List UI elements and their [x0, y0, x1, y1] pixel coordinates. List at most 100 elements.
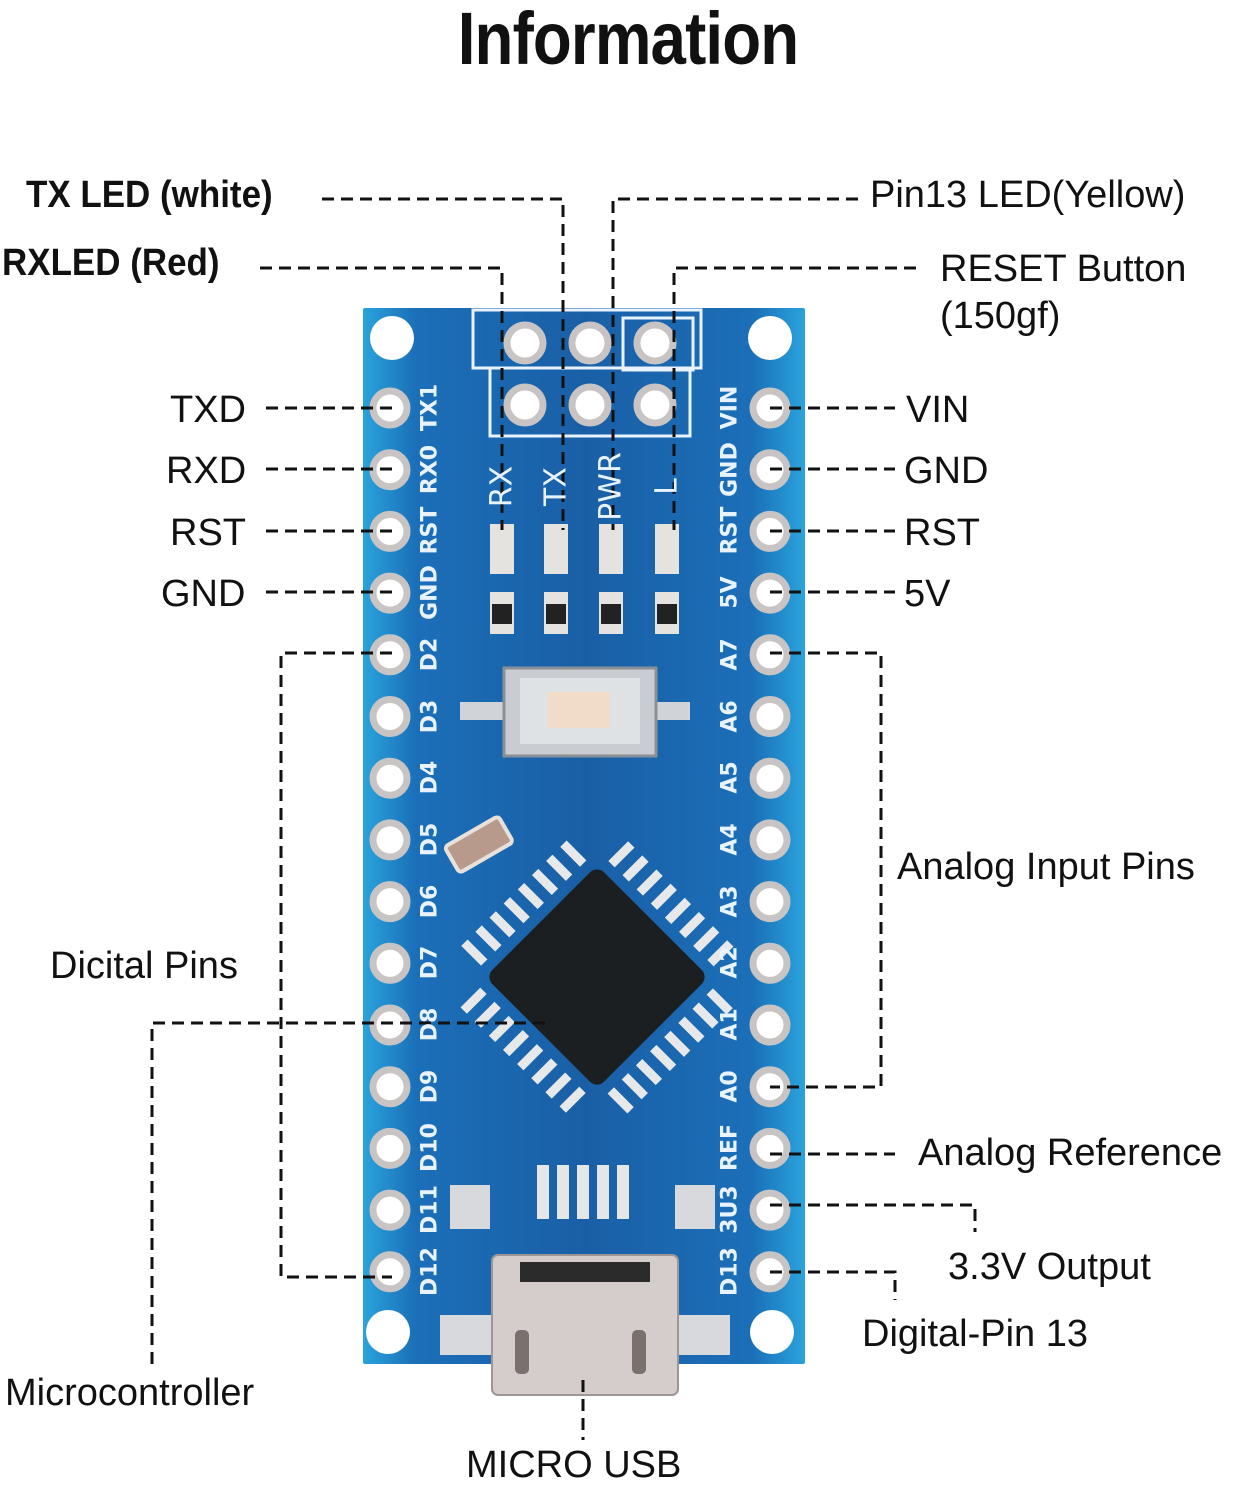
- mount-hole: [748, 316, 792, 360]
- pin-pad-d11: [369, 1189, 411, 1231]
- mcu-pins: [460, 840, 734, 1114]
- led-label-rx: RX: [484, 465, 520, 508]
- pin-pad-d4: [369, 757, 411, 799]
- pin-pad-3u3: [749, 1189, 791, 1231]
- reset-button-force: (150gf): [940, 295, 1061, 337]
- mcu-pin: [517, 1044, 544, 1071]
- mcu-pin: [622, 855, 649, 882]
- led-l: [655, 524, 679, 574]
- left-pin-header: [369, 387, 411, 1293]
- resistor-body: [492, 604, 512, 624]
- digital-pin-13-label: Digital-Pin 13: [862, 1313, 1088, 1355]
- mcu-pin: [546, 854, 573, 881]
- callout-lines: [150, 197, 977, 1440]
- micro-usb-label: MICRO USB: [466, 1444, 682, 1486]
- reset-button: [460, 666, 690, 758]
- silk-label-d12: D12: [417, 1246, 443, 1296]
- silk-label-d13: D13: [717, 1246, 743, 1296]
- icsp-pad: [503, 321, 547, 365]
- txd-label: TXD: [170, 389, 246, 431]
- reset-line: [672, 266, 916, 530]
- mcu-pin: [607, 1087, 634, 1114]
- mcu-pin: [545, 1072, 572, 1099]
- rx-led-label: RXLED (Red): [2, 242, 220, 284]
- pin-pad-d5: [369, 819, 411, 861]
- d13-line: [770, 1270, 897, 1300]
- mcu-pin: [636, 869, 663, 896]
- led-rx: [490, 524, 514, 574]
- pin-pad-d9: [369, 1066, 411, 1108]
- mcu-pin: [707, 940, 734, 967]
- resistor-body: [657, 604, 677, 624]
- pin-pad-a3: [749, 881, 791, 923]
- pin13-led-line: [611, 197, 858, 530]
- mcu-pin: [488, 1015, 515, 1043]
- led-label-l: L: [649, 478, 685, 495]
- tx-led-line: [322, 197, 565, 530]
- gnd-right-label: GND: [904, 450, 989, 492]
- usb-fingers: [537, 1165, 629, 1219]
- micro-usb-connector: [491, 1254, 679, 1396]
- right-pin-header: [749, 387, 791, 1293]
- pin-pad-a4: [749, 819, 791, 861]
- pin-pad-a5: [749, 757, 791, 799]
- pin1-outline: [621, 316, 695, 372]
- mcu-pin: [517, 882, 544, 910]
- mcu-pin: [693, 926, 720, 953]
- mcu-pin: [475, 925, 502, 952]
- mcu-pin: [531, 868, 559, 895]
- page-title: Information: [457, 0, 799, 80]
- mcu-pin: [461, 939, 488, 966]
- mcu-pin: [635, 1059, 663, 1086]
- pin-pad-d3: [369, 696, 411, 737]
- mcu-pin: [489, 911, 516, 938]
- icsp-pad: [568, 321, 612, 365]
- microcontroller-label: Microcontroller: [5, 1372, 255, 1414]
- pin-pad-a1: [749, 1004, 791, 1046]
- analog-input-pins-label: Analog Input Pins: [897, 846, 1195, 888]
- mcu-pin: [664, 1030, 691, 1057]
- pin-pad-a6: [749, 696, 791, 737]
- mcu-pin: [678, 1016, 705, 1043]
- microcontroller-chip: [489, 869, 705, 1085]
- mcu-pin: [474, 1001, 501, 1028]
- led-label-tx: TX: [538, 467, 574, 506]
- mcu-pin: [650, 883, 677, 910]
- rst-left-label: RST: [170, 512, 246, 554]
- rst-right-label: RST: [904, 512, 980, 554]
- mcu-pin: [531, 1058, 558, 1085]
- pin-pad-d8: [369, 1004, 411, 1046]
- mcu-pin: [608, 841, 635, 868]
- pin-pad-d12: [369, 1251, 411, 1293]
- digital-pins-label: Dicital Pins: [50, 945, 238, 987]
- tx-led-label: TX LED (white): [26, 174, 273, 216]
- icsp-pad: [633, 321, 677, 365]
- mcu-pin: [692, 1002, 719, 1029]
- pin-pad-d7: [369, 942, 411, 984]
- mcu-pin: [502, 1030, 530, 1057]
- led-tx: [544, 524, 568, 574]
- usb-opening: [520, 1262, 650, 1282]
- pin13-led-label: Pin13 LED(Yellow): [870, 174, 1186, 216]
- rxd-label: RXD: [166, 450, 247, 492]
- digital-pins-bracket: [279, 651, 392, 1279]
- mcu-pin: [650, 1044, 677, 1072]
- icsp-pad: [568, 383, 612, 427]
- mount-hole: [750, 1310, 794, 1354]
- icsp-header: [503, 321, 677, 427]
- vin-label: VIN: [906, 389, 970, 431]
- usb-pad: [450, 1185, 490, 1229]
- mcu-pin: [621, 1073, 648, 1100]
- mcu-pin: [460, 987, 487, 1014]
- gnd-left-label: GND: [161, 573, 246, 615]
- analog-reference-label: Analog Reference: [918, 1132, 1223, 1174]
- 3v3-output-label: 3.3V Output: [948, 1246, 1151, 1288]
- icsp-pad: [633, 383, 677, 427]
- crystal: [443, 815, 514, 874]
- led-label-pwr: PWR: [593, 452, 629, 521]
- mcu-pin: [560, 840, 587, 867]
- mcu-pin: [664, 897, 692, 924]
- mcu-pin: [503, 897, 530, 924]
- pin-pad-ref: [749, 1127, 791, 1169]
